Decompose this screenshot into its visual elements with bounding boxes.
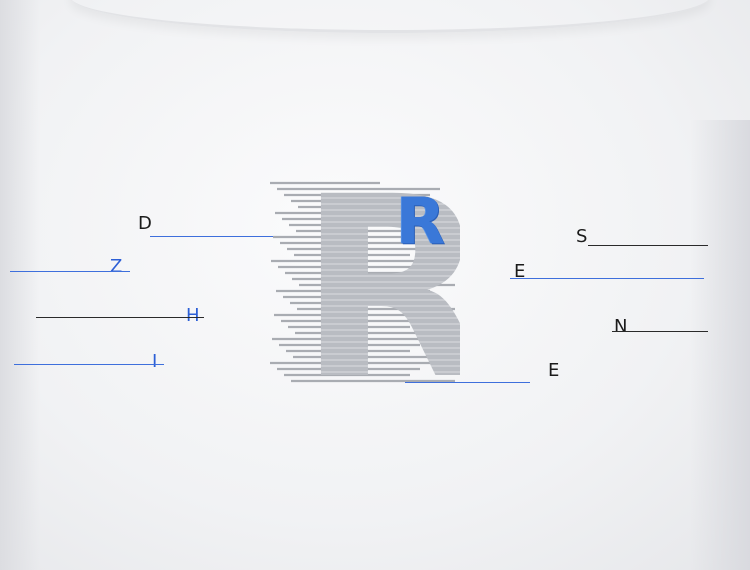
blue-r-patch: R xyxy=(396,185,446,259)
letter-z: Z xyxy=(110,256,123,277)
letter-n: N xyxy=(614,316,628,337)
letter-s: S xyxy=(576,226,588,247)
gray-r-logo: R xyxy=(270,175,460,390)
collar-rib xyxy=(70,0,710,33)
fabric-fold-left xyxy=(0,0,40,570)
letter-i: I xyxy=(152,351,158,372)
letter-h: H xyxy=(186,305,200,326)
gray-r-fill xyxy=(298,175,460,390)
stitch-line xyxy=(14,364,164,365)
letter-e: E xyxy=(548,360,560,381)
letter-e: E xyxy=(514,261,526,282)
stitch-line xyxy=(510,278,704,279)
stitch-line xyxy=(150,236,310,237)
fabric-fold-right xyxy=(690,120,750,570)
stitch-line xyxy=(36,317,204,318)
letter-d: D xyxy=(138,213,152,234)
stitch-line xyxy=(10,271,130,272)
stitch-line xyxy=(612,331,708,332)
stitch-line xyxy=(405,382,530,383)
stitch-line xyxy=(588,245,708,246)
